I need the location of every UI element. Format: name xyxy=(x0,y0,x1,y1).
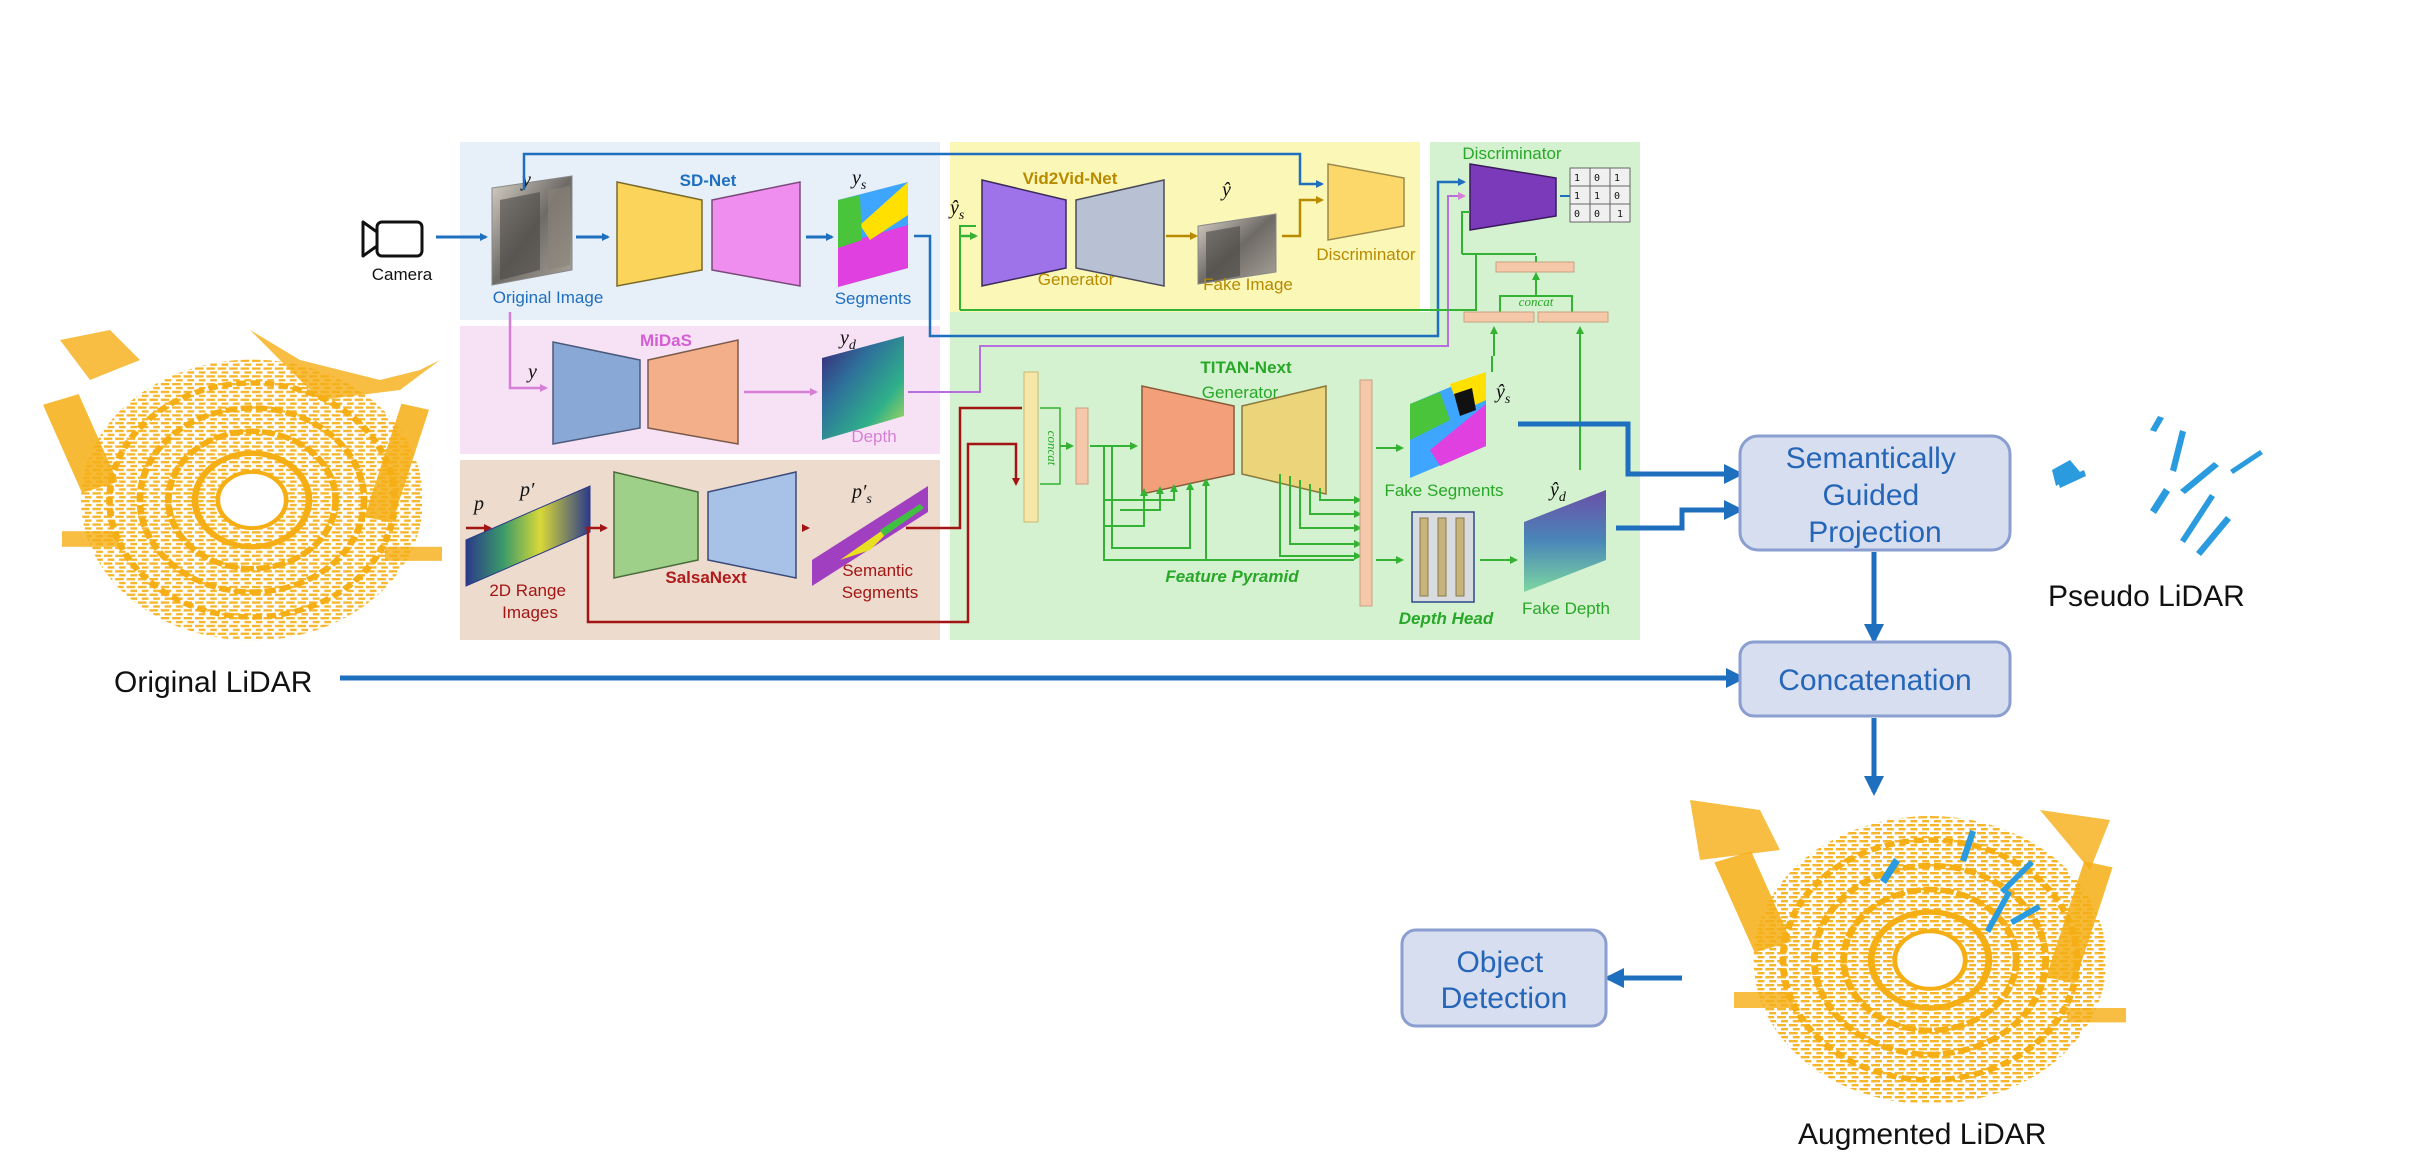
camera-icon xyxy=(361,220,424,258)
segments-thumbnail xyxy=(838,182,908,287)
pseudo-lidar-label: Pseudo LiDAR xyxy=(2048,580,2245,613)
vid2vid-generator-label: Generator xyxy=(1038,270,1115,289)
midas-encoder xyxy=(552,341,641,445)
depth-head xyxy=(1411,511,1475,603)
sdnet-encoder xyxy=(616,181,703,287)
titan-generator-label: Generator xyxy=(1202,383,1279,402)
vid2vid-input-var: ŷs xyxy=(948,197,965,223)
depth-thumbnail xyxy=(822,336,904,440)
depth-label: Depth xyxy=(851,427,896,446)
range-image-thumbnail xyxy=(465,485,591,587)
titan-panel-top-right xyxy=(1420,142,1430,312)
vid2vid-discriminator-label: Discriminator xyxy=(1316,245,1416,264)
sdnet-output-var: ys xyxy=(850,167,867,193)
concatenation-box xyxy=(1738,640,2012,718)
salsanext-decoder xyxy=(707,471,797,579)
titan-encoder xyxy=(1141,385,1235,495)
titan-concat-bar xyxy=(1023,371,1039,523)
augmented-lidar-cloud xyxy=(1690,800,2126,1104)
svg-text:1 0 1 1: 1 0 1 1 1 0 0 0 1 xyxy=(1574,173,1626,220)
original-lidar-label: Original LiDAR xyxy=(114,666,312,699)
segments-label: Segments xyxy=(835,289,912,308)
semantically-guided-projection-box xyxy=(1738,434,2012,552)
original-lidar-cloud xyxy=(43,330,442,640)
depth-head-label: Depth Head xyxy=(1399,609,1494,628)
midas-title: MiDaS xyxy=(640,331,692,350)
titan-output-bar xyxy=(1359,379,1373,607)
salsanext-input-var: p xyxy=(472,493,484,515)
feature-pyramid-label: Feature Pyramid xyxy=(1165,567,1299,586)
object-detection-box xyxy=(1400,928,1608,1028)
fake-depth-var: ŷd xyxy=(1548,479,1567,505)
sdnet-title: SD-Net xyxy=(680,171,737,190)
salsanext-range-var: p′ xyxy=(518,479,535,501)
titan-feature-bar xyxy=(1075,407,1089,485)
vid2vid-title: Vid2Vid-Net xyxy=(1023,169,1118,188)
feature-pyramid-heads xyxy=(1140,478,1362,560)
fake-segments-thumbnail xyxy=(1410,372,1486,478)
camera-label: Camera xyxy=(372,265,433,284)
projection-label: Semantically Guided Projection xyxy=(1786,442,1964,549)
discriminator-left-bar xyxy=(1463,311,1535,323)
vid2vid-discriminator xyxy=(1327,163,1405,241)
object-detection-label: Object Detection xyxy=(1441,946,1568,1015)
sdnet-input-var: y xyxy=(520,169,531,191)
fake-image-thumbnail xyxy=(1197,213,1277,285)
discriminator-title: Discriminator xyxy=(1462,144,1562,163)
discriminator-right-bar xyxy=(1537,311,1609,323)
fake-image-label: Fake Image xyxy=(1203,275,1293,294)
titan-concat-label: concat xyxy=(1045,431,1060,466)
salsanext-output-var: p′s xyxy=(850,481,872,507)
titan-title: TITAN-Next xyxy=(1200,358,1292,377)
salsanext-encoder xyxy=(613,471,699,579)
concatenation-label: Concatenation xyxy=(1778,664,1971,697)
sdnet-decoder xyxy=(711,181,801,287)
feature-pyramid-arrows xyxy=(1103,446,1354,561)
discriminator-top-bar xyxy=(1495,261,1575,273)
midas-input-var: y xyxy=(526,361,537,383)
vid2vid-encoder xyxy=(981,179,1067,287)
pseudo-lidar-cloud xyxy=(2052,416,2263,556)
original-image-thumbnail xyxy=(491,175,573,286)
vid2vid-output-var: ŷ xyxy=(1220,179,1231,201)
discriminator-concat-label: concat xyxy=(1519,294,1554,309)
discriminator-output-matrix: 1 0 1 1 1 0 0 0 1 xyxy=(1569,167,1631,223)
titan-decoder xyxy=(1241,385,1327,495)
semantic-segments-thumbnail xyxy=(812,486,928,586)
fake-depth-label: Fake Depth xyxy=(1522,599,1610,618)
midas-output-var: yd xyxy=(838,327,857,353)
fake-depth-thumbnail xyxy=(1524,490,1606,592)
vid2vid-decoder xyxy=(1075,179,1165,287)
augmented-lidar-label: Augmented LiDAR xyxy=(1798,1118,2046,1151)
salsanext-title: SalsaNext xyxy=(665,568,747,587)
fake-segments-label: Fake Segments xyxy=(1384,481,1503,500)
midas-decoder xyxy=(647,339,739,445)
discriminator-block xyxy=(1469,163,1557,231)
semantic-segments-label: Semantic Segments xyxy=(842,561,919,602)
range-images-label: 2D Range Images xyxy=(489,581,570,622)
fake-segments-var: ŷs xyxy=(1494,381,1511,407)
original-image-label: Original Image xyxy=(493,288,604,307)
